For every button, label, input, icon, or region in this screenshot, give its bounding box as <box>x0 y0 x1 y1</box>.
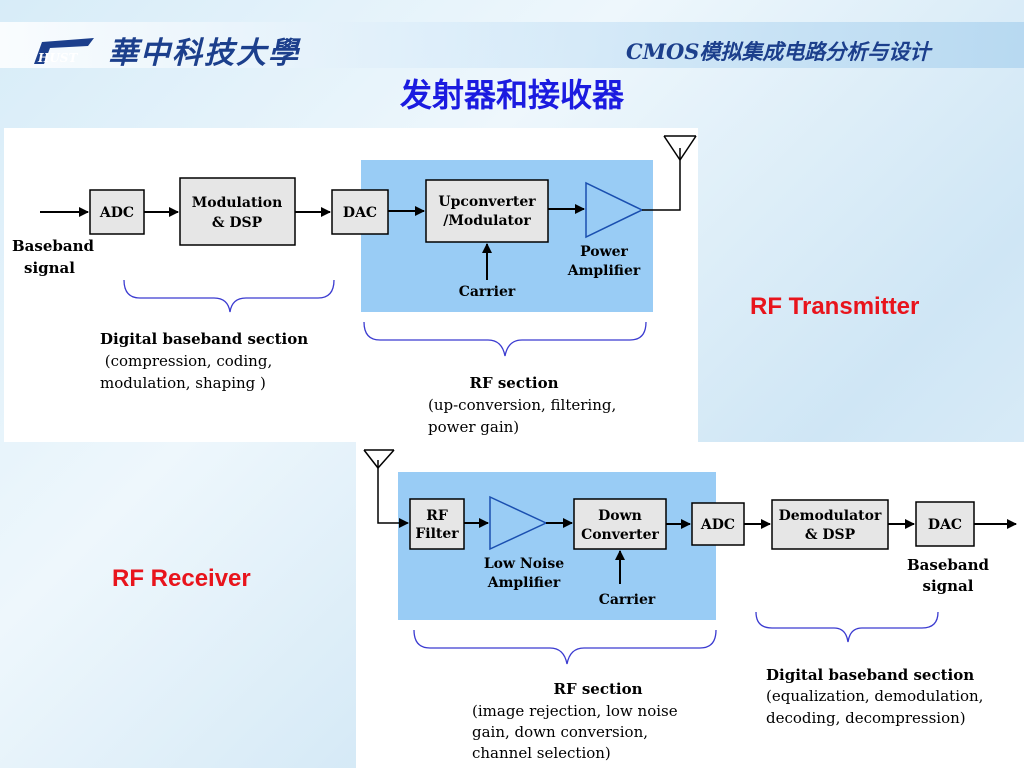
rx-rf-caption-line2: gain, down conversion, <box>472 723 648 741</box>
tx-rf-caption-title: RF section <box>470 374 559 392</box>
tx-carrier-label: Carrier <box>459 284 516 300</box>
tx-modulation-label-1: Modulation <box>192 195 283 211</box>
tx-adc-label: ADC <box>99 205 134 221</box>
tx-pa-label-2: Amplifier <box>567 263 641 279</box>
tx-digital-caption-line2: modulation, shaping ) <box>100 374 266 392</box>
tx-pa-label-1: Power <box>580 244 628 260</box>
tx-upconverter-label-2: /Modulator <box>443 213 531 229</box>
tx-modulation-label-2: & DSP <box>212 215 263 231</box>
rx-low-noise-amplifier <box>489 495 548 551</box>
rx-antenna-icon <box>363 449 395 469</box>
rx-dac-label: DAC <box>928 517 962 533</box>
tx-power-amplifier <box>585 181 644 239</box>
tx-adc-block <box>89 189 145 235</box>
rx-antenna-feed <box>377 460 409 528</box>
rx-adc-label: ADC <box>700 517 735 533</box>
rf-transmitter-label: RF Transmitter <box>750 293 920 320</box>
tx-dac-label: DAC <box>343 205 377 221</box>
rx-rf-brace <box>413 629 717 665</box>
rx-digital-brace <box>755 611 939 643</box>
header-bar <box>0 22 1024 68</box>
tx-rf-caption-line2: power gain) <box>428 418 519 436</box>
logo-text: HUST <box>37 51 78 65</box>
rx-demodulator-label-1: Demodulator <box>779 508 882 524</box>
rx-output-label-1: Baseband <box>907 556 989 574</box>
rx-demodulator-block <box>771 499 889 550</box>
tx-modulation-block <box>179 177 296 246</box>
university-name: 華中科技大學 <box>108 36 300 71</box>
tx-rf-brace <box>363 321 647 357</box>
rx-digital-caption-title: Digital baseband section <box>766 666 974 684</box>
tx-input-label-2: signal <box>24 259 75 277</box>
rx-downconverter-block <box>573 498 667 550</box>
rx-rf-caption-title: RF section <box>554 680 643 698</box>
tx-digital-brace <box>123 279 335 313</box>
rx-downconverter-label-1: Down <box>598 508 642 524</box>
rx-rf-filter-block <box>409 498 465 550</box>
university-logo: HUST <box>34 38 94 65</box>
tx-digital-caption-line1: (compression, coding, <box>100 352 272 370</box>
rx-downconverter-label-2: Converter <box>581 527 659 543</box>
rx-rf-caption-line1: (image rejection, low noise <box>472 702 678 720</box>
rx-rf-caption-line3: channel selection) <box>472 744 611 762</box>
tx-input-label-1: Baseband <box>12 237 94 255</box>
course-title: CMOS模拟集成电路分析与设计 <box>626 39 931 64</box>
slide-title: 发射器和接收器 <box>399 76 624 114</box>
rx-digital-caption-line2: decoding, decompression) <box>766 709 966 727</box>
tx-digital-caption-title: Digital baseband section <box>100 330 308 348</box>
rx-rf-filter-label-1: RF <box>426 508 448 524</box>
rx-output-label-2: signal <box>923 577 974 595</box>
rx-lna-label-1: Low Noise <box>484 556 564 572</box>
rx-carrier-label: Carrier <box>599 592 656 608</box>
rf-receiver-label: RF Receiver <box>112 565 251 592</box>
tx-antenna-icon <box>663 135 697 161</box>
tx-antenna-feed <box>642 148 681 211</box>
tx-upconverter-block <box>425 179 549 243</box>
tx-dac-block <box>331 189 389 235</box>
rx-demodulator-label-2: & DSP <box>805 527 856 543</box>
rx-rf-filter-label-2: Filter <box>415 526 459 542</box>
tx-upconverter-label-1: Upconverter <box>438 194 536 210</box>
tx-rf-caption-line1: (up-conversion, filtering, <box>428 396 616 414</box>
rx-lna-label-2: Amplifier <box>487 575 561 591</box>
rx-dac-block <box>915 501 975 547</box>
rx-digital-caption-line1: (equalization, demodulation, <box>766 687 983 705</box>
